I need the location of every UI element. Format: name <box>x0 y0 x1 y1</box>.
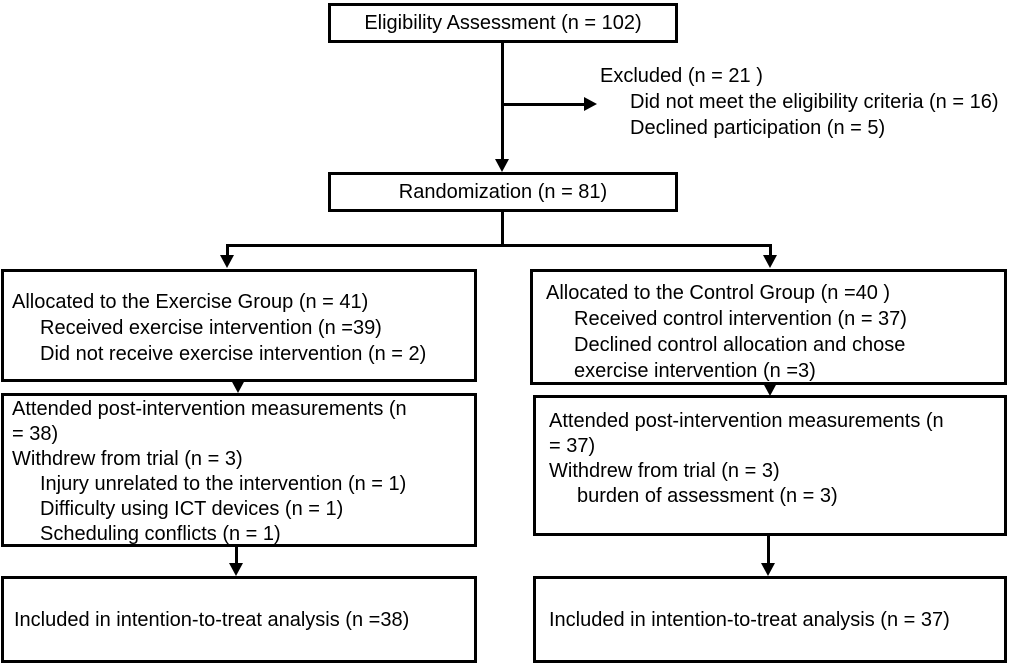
control-post-withdrew: Withdrew from trial (n = 3) <box>549 460 780 482</box>
eligibility-assessment-label: Eligibility Assessment (n = 102) <box>364 12 642 34</box>
exercise-itt-label: Included in intention-to-treat analysis … <box>14 608 410 631</box>
connector-eligibility-randomization <box>501 43 504 161</box>
exercise-post-injury: Injury unrelated to the intervention (n … <box>40 473 407 495</box>
excluded-title: Excluded (n = 21 ) <box>600 65 763 87</box>
excluded-item-declined: Declined participation (n = 5) <box>630 117 886 139</box>
excluded-item-criteria: Did not meet the eligibility criteria (n… <box>630 91 999 113</box>
arrowhead-into-control-post <box>763 383 777 396</box>
exercise-post-attended: Attended post-intervention measurements … <box>12 398 407 420</box>
control-post-box: Attended post-intervention measurements … <box>533 395 1007 536</box>
control-post-attended-cont: = 37) <box>549 435 596 457</box>
arrowhead-into-exercise-itt <box>229 563 243 576</box>
connector-branch-horizontal <box>226 244 772 247</box>
control-allocation-title: Allocated to the Control Group (n =40 ) <box>546 282 891 304</box>
connector-to-excluded <box>503 103 585 106</box>
connector-branch-left-drop <box>226 244 229 258</box>
exercise-post-scheduling: Scheduling conflicts (n = 1) <box>40 523 281 545</box>
exercise-allocation-received: Received exercise intervention (n =39) <box>40 317 382 339</box>
arrowhead-into-exercise-group <box>220 255 234 268</box>
exercise-allocation-title: Allocated to the Exercise Group (n = 41) <box>12 291 369 313</box>
connector-randomization-stub <box>501 212 504 247</box>
control-itt-label: Included in intention-to-treat analysis … <box>549 608 950 631</box>
connector-control-post-itt <box>767 536 770 565</box>
randomization-box: Randomization (n = 81) <box>328 172 678 212</box>
control-allocation-declined-cont: exercise intervention (n =3) <box>574 360 816 382</box>
control-allocation-declined: Declined control allocation and chose <box>574 334 906 356</box>
control-allocation-box: Allocated to the Control Group (n =40 ) … <box>530 269 1007 385</box>
arrowhead-into-control-group <box>763 255 777 268</box>
arrowhead-into-exercise-post <box>231 380 245 393</box>
exercise-post-withdrew: Withdrew from trial (n = 3) <box>12 448 243 470</box>
exercise-itt-box: Included in intention-to-treat analysis … <box>1 576 477 663</box>
control-allocation-received: Received control intervention (n = 37) <box>574 308 907 330</box>
connector-exercise-post-itt <box>235 547 238 565</box>
exercise-post-attended-cont: = 38) <box>12 423 59 445</box>
control-itt-box: Included in intention-to-treat analysis … <box>533 576 1007 663</box>
eligibility-assessment-box: Eligibility Assessment (n = 102) <box>328 3 678 43</box>
connector-branch-right-drop <box>769 244 772 258</box>
exercise-allocation-box: Allocated to the Exercise Group (n = 41)… <box>1 269 477 382</box>
exercise-post-box: Attended post-intervention measurements … <box>1 393 477 547</box>
arrowhead-into-control-itt <box>761 563 775 576</box>
excluded-note: Excluded (n = 21 ) Did not meet the elig… <box>600 63 999 141</box>
randomization-label: Randomization (n = 81) <box>398 181 608 203</box>
arrowhead-into-excluded <box>584 97 597 111</box>
control-post-burden: burden of assessment (n = 3) <box>577 485 838 507</box>
exercise-post-ict: Difficulty using ICT devices (n = 1) <box>40 498 344 520</box>
arrowhead-into-randomization <box>495 159 509 172</box>
exercise-allocation-not-received: Did not receive exercise intervention (n… <box>40 343 427 365</box>
control-post-attended: Attended post-intervention measurements … <box>549 410 944 432</box>
